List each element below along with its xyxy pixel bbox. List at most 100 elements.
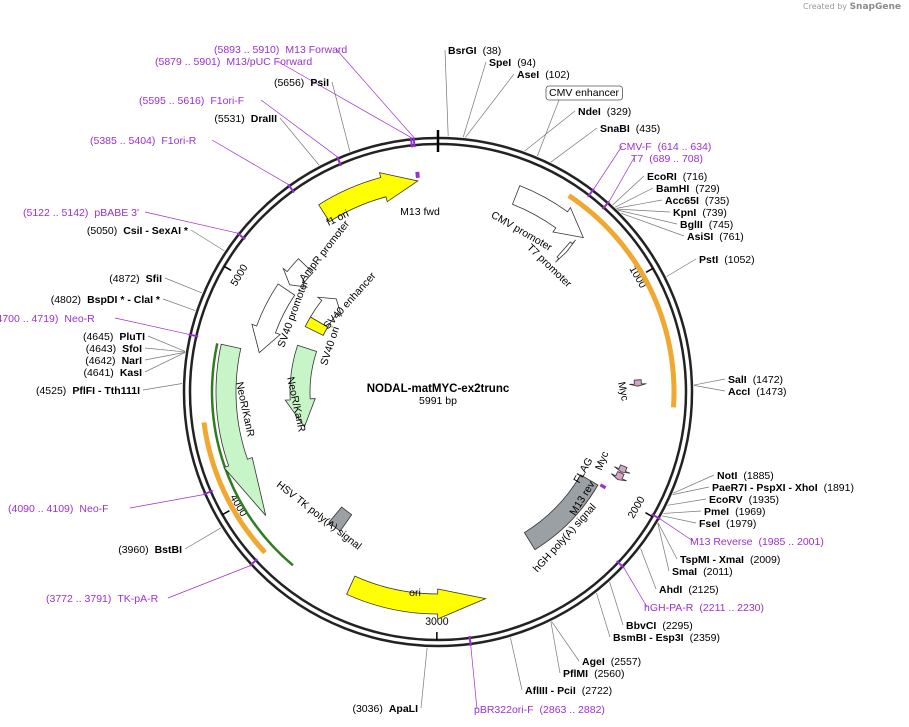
restriction-site[interactable]: EcoRI(716) xyxy=(647,171,707,183)
leader-line xyxy=(596,592,611,638)
feature-arrow[interactable] xyxy=(614,464,631,474)
primer-label[interactable]: pBR322ori-F(2863 .. 2882) xyxy=(474,704,605,716)
restriction-site[interactable]: (5531)DraIII xyxy=(214,113,277,125)
primer-label[interactable]: T7(689 .. 708) xyxy=(631,153,703,165)
feature-arrow[interactable] xyxy=(318,172,419,223)
primer-position: (2863 .. 2882) xyxy=(540,704,605,716)
leader-line xyxy=(537,99,560,157)
restriction-site[interactable]: KpnI(739) xyxy=(673,207,727,219)
restriction-site[interactable]: (5050)CsiI - SexAI * xyxy=(87,225,189,237)
feature-arrow[interactable] xyxy=(629,379,647,387)
primer-label[interactable]: (3772 .. 3791)TK-pA-R xyxy=(46,593,159,605)
restriction-site[interactable]: NotI(1885) xyxy=(717,470,774,482)
primer-label[interactable]: CMV-F(614 .. 634) xyxy=(619,141,711,153)
primer-name: F1ori-F xyxy=(210,95,244,107)
feature-arrow[interactable] xyxy=(251,283,296,354)
leader-line xyxy=(693,378,726,386)
feature-arrow[interactable] xyxy=(304,316,329,336)
feature-arrow[interactable] xyxy=(610,470,627,482)
primer-label[interactable]: (5122 .. 5142)pBABE 3' xyxy=(23,207,139,219)
restriction-site[interactable]: PflMI(2560) xyxy=(563,668,624,680)
site-position: (1969) xyxy=(735,506,765,518)
feature-arrow[interactable] xyxy=(215,343,267,516)
primer-label[interactable]: (5385 .. 5404)F1ori-R xyxy=(90,135,197,147)
restriction-site[interactable]: TspMI - XmaI(2009) xyxy=(680,554,780,566)
restriction-site[interactable]: (4642)NarI xyxy=(85,355,142,367)
restriction-site[interactable]: PaeR7I - PspXI - XhoI(1891) xyxy=(712,482,854,494)
feature-arrow[interactable] xyxy=(328,506,353,532)
primer-label[interactable]: (5595 .. 5616)F1ori-F xyxy=(139,95,244,107)
leader-line xyxy=(608,157,635,202)
restriction-site[interactable]: SalI(1472) xyxy=(728,374,783,386)
restriction-site[interactable]: AseI(102) xyxy=(517,69,570,81)
restriction-site[interactable]: EcoRV(1935) xyxy=(709,494,779,506)
restriction-site[interactable]: (4643)SfoI xyxy=(86,343,142,355)
restriction-site[interactable]: AflIII - PciI(2722) xyxy=(525,685,612,697)
primer-label[interactable]: (4090 .. 4109)Neo-F xyxy=(8,503,109,515)
feature-arrow[interactable] xyxy=(555,239,576,263)
site-position: (4642) xyxy=(85,355,115,367)
primer-label[interactable]: (4700 .. 4719)Neo-R xyxy=(0,313,95,325)
primer-label[interactable]: M13 Reverse(1985 .. 2001) xyxy=(690,536,824,548)
primer-tick xyxy=(412,137,416,148)
restriction-site[interactable]: SmaI(2011) xyxy=(672,566,733,578)
site-position: (1979) xyxy=(726,518,756,530)
restriction-site[interactable]: PstI(1052) xyxy=(699,254,755,266)
primer-name: pBABE 3' xyxy=(94,207,139,219)
restriction-site[interactable]: FseI(1979) xyxy=(699,518,756,530)
ruler-label: 3000 xyxy=(425,616,449,628)
restriction-site[interactable]: PmeI(1969) xyxy=(704,506,765,518)
boxed-feature-label[interactable]: CMV enhancer xyxy=(549,87,620,99)
restriction-site[interactable]: Acc65I(735) xyxy=(665,195,729,207)
leader-line xyxy=(211,139,289,185)
restriction-site[interactable]: BamHI(729) xyxy=(656,183,720,195)
feature-label: ori xyxy=(409,587,421,599)
restriction-site[interactable]: (4872)SfiI xyxy=(109,273,162,285)
primer-position: (689 .. 708) xyxy=(649,153,703,165)
restriction-site[interactable]: AgeI(2557) xyxy=(582,656,641,668)
primer-name: Neo-F xyxy=(79,503,108,515)
primer-label[interactable]: (5879 .. 5901)M13/pUC Forward xyxy=(155,56,312,68)
restriction-site[interactable]: (4645)PluTI xyxy=(83,331,145,343)
restriction-site[interactable]: SpeI(94) xyxy=(489,57,536,69)
plasmid-name: NODAL-matMYC-ex2trunc xyxy=(367,383,510,395)
restriction-site[interactable]: BsmBI - Esp3I(2359) xyxy=(613,632,720,644)
restriction-site[interactable]: AsiSI(761) xyxy=(687,231,744,243)
leader-line xyxy=(612,175,645,206)
feature-arrow[interactable] xyxy=(511,185,584,239)
primer-binding-mark xyxy=(599,483,607,490)
site-name: CsiI - SexAI * xyxy=(123,225,189,237)
feature-arrow[interactable] xyxy=(346,575,487,620)
site-position: (4872) xyxy=(109,273,139,285)
primer-label[interactable]: hGH-PA-R(2211 .. 2230) xyxy=(644,602,764,614)
restriction-site[interactable]: AccI(1473) xyxy=(728,386,787,398)
restriction-site[interactable]: SnaBI(435) xyxy=(600,123,660,135)
leader-line xyxy=(147,335,186,352)
feature-arrow[interactable] xyxy=(282,258,314,288)
restriction-site[interactable]: BglII(745) xyxy=(680,219,733,231)
leader-line xyxy=(551,621,580,662)
restriction-site[interactable]: (4802)BspDI * - ClaI * xyxy=(51,294,161,306)
restriction-site[interactable]: NdeI(329) xyxy=(578,106,631,118)
feature-arrow[interactable] xyxy=(523,474,599,551)
restriction-site[interactable]: (5656)PsiI xyxy=(274,77,329,89)
restriction-site[interactable]: (3960)BstBI xyxy=(118,544,182,556)
site-name: PflFI - Tth111I xyxy=(72,385,140,397)
restriction-site[interactable]: BbvCI(2295) xyxy=(626,620,693,632)
primer-tick xyxy=(586,188,595,198)
leader-line xyxy=(667,498,707,506)
primer-label[interactable]: (5893 .. 5910)M13 Forward xyxy=(214,44,347,56)
leader-line xyxy=(129,494,204,509)
feature-arrow[interactable] xyxy=(284,344,318,428)
site-position: (1052) xyxy=(724,254,754,266)
restriction-site[interactable]: BsrGI(38) xyxy=(448,45,501,57)
site-position: (2557) xyxy=(611,656,641,668)
restriction-site[interactable]: (4641)KasI xyxy=(83,367,142,379)
restriction-site[interactable]: (4525)PflFI - Tth111I xyxy=(36,385,140,397)
restriction-site[interactable]: AhdI(2125) xyxy=(659,584,719,596)
restriction-site[interactable]: (3036)ApaLI xyxy=(352,703,418,715)
site-position: (716) xyxy=(683,171,708,183)
site-name: PsiI xyxy=(310,77,329,89)
feature-arrow[interactable] xyxy=(309,296,343,328)
